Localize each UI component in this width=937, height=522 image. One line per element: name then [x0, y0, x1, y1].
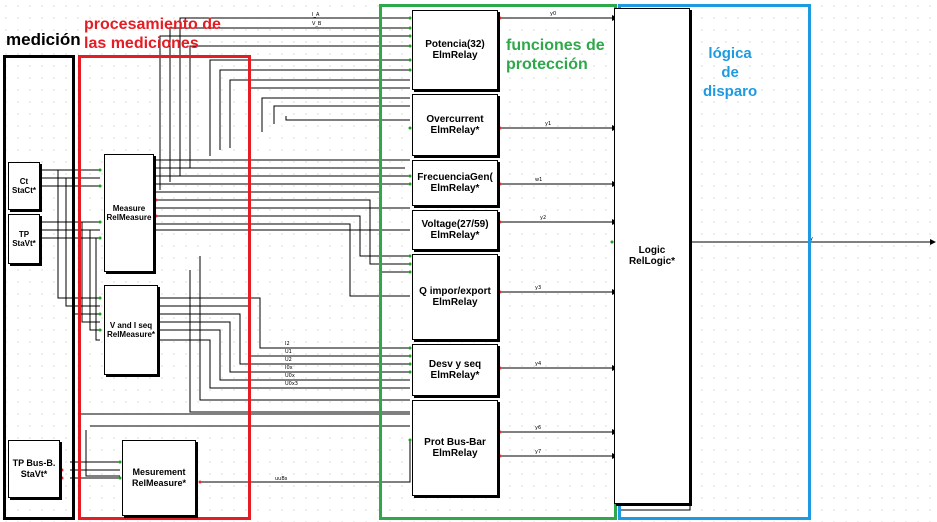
svg-text:U0x: U0x — [285, 373, 295, 379]
block-tp-line2: StaVt* — [12, 239, 36, 248]
svg-text:U0x3: U0x3 — [285, 381, 298, 387]
block-voltage[interactable]: Voltage(27/59) ElmRelay* — [412, 210, 498, 250]
block-measure-line1: Measure — [112, 204, 146, 213]
block-vi-seq-line2: RelMeasure* — [106, 330, 156, 339]
svg-text:U1: U1 — [285, 349, 292, 355]
block-tp-bus[interactable]: TP Bus-B. StaVt* — [8, 440, 60, 498]
block-tp[interactable]: TP StaVt* — [8, 214, 40, 264]
block-prot-bus-line2: ElmRelay — [432, 448, 478, 459]
block-desv[interactable]: Desv y seq ElmRelay* — [412, 344, 498, 396]
block-tp-bus-line1: TP Bus-B. — [12, 458, 56, 468]
block-potencia-line2: ElmRelay — [432, 50, 478, 61]
group-logica-label-line2: de — [721, 64, 739, 81]
group-logica-label-line3: disparo — [703, 83, 758, 100]
block-measure[interactable]: Measure RelMeasure — [104, 154, 154, 272]
svg-text:y: y — [810, 236, 813, 242]
group-procesamiento-label-line1: procesamiento de — [84, 16, 221, 33]
block-frecuencia-line2: ElmRelay* — [430, 183, 480, 194]
group-medicion-frame — [3, 55, 75, 520]
block-q-impor[interactable]: Q impor/export ElmRelay — [412, 254, 498, 340]
block-tp-line1: TP — [18, 230, 30, 239]
group-medicion-label: medición — [6, 30, 81, 49]
block-logic-line1: Logic — [638, 245, 666, 256]
block-measure-line2: RelMeasure — [106, 213, 152, 222]
svg-text:y7: y7 — [535, 449, 541, 455]
block-potencia[interactable]: Potencia(32) ElmRelay — [412, 10, 498, 90]
block-mesurement-line2: RelMeasure* — [131, 478, 187, 488]
svg-text:I_A: I_A — [312, 12, 320, 18]
svg-text:y6: y6 — [535, 425, 541, 431]
block-prot-bus[interactable]: Prot Bus-Bar ElmRelay — [412, 400, 498, 496]
block-frecuencia-line1: FrecuenciaGen( — [417, 172, 493, 183]
block-logic-line2: RelLogic* — [628, 256, 676, 267]
block-ct-line1: Ct — [19, 177, 29, 186]
block-frecuencia[interactable]: FrecuenciaGen( ElmRelay* — [412, 160, 498, 206]
block-ct-line2: StaCt* — [11, 186, 36, 195]
block-voltage-line2: ElmRelay* — [430, 230, 480, 241]
block-voltage-line1: Voltage(27/59) — [421, 219, 489, 230]
svg-text:V_B: V_B — [312, 21, 322, 27]
block-q-impor-line2: ElmRelay — [432, 297, 478, 308]
group-funciones-label: funciones de protección — [506, 36, 605, 74]
block-q-impor-line1: Q impor/export — [419, 286, 491, 297]
group-procesamiento-frame — [78, 55, 251, 520]
block-ct[interactable]: Ct StaCt* — [8, 162, 40, 210]
svg-text:y4: y4 — [535, 361, 541, 367]
block-desv-line1: Desv y seq — [428, 359, 482, 370]
svg-text:w1: w1 — [535, 177, 542, 183]
block-mesurement-line1: Mesurement — [132, 467, 186, 477]
block-logic[interactable]: Logic RelLogic* — [614, 8, 690, 504]
svg-text:uuBs: uuBs — [275, 476, 288, 482]
group-procesamiento-label: procesamiento de las mediciones — [84, 15, 221, 53]
svg-text:y3: y3 — [535, 285, 541, 291]
group-funciones-label-line2: protección — [506, 56, 588, 73]
group-funciones-label-line1: funciones de — [506, 37, 605, 54]
block-overcurrent-line1: Overcurrent — [426, 114, 484, 125]
svg-text:y0: y0 — [550, 11, 556, 17]
group-procesamiento-label-line2: las mediciones — [84, 35, 199, 52]
block-tp-bus-line2: StaVt* — [20, 469, 48, 479]
svg-text:y2: y2 — [540, 215, 546, 221]
block-potencia-line1: Potencia(32) — [425, 39, 485, 50]
svg-text:U2: U2 — [285, 357, 292, 363]
block-desv-line2: ElmRelay* — [430, 370, 480, 381]
svg-text:I0x: I0x — [285, 365, 293, 371]
svg-text:I2: I2 — [285, 341, 290, 347]
block-vi-seq-line1: V and I seq — [109, 321, 153, 330]
block-overcurrent-line2: ElmRelay* — [430, 125, 480, 136]
block-mesurement[interactable]: Mesurement RelMeasure* — [122, 440, 196, 516]
block-overcurrent[interactable]: Overcurrent ElmRelay* — [412, 94, 498, 156]
svg-text:y1: y1 — [545, 121, 551, 127]
group-logica-label: lógica de disparo — [703, 44, 757, 101]
block-vi-seq[interactable]: V and I seq RelMeasure* — [104, 285, 158, 375]
block-prot-bus-line1: Prot Bus-Bar — [424, 437, 486, 448]
group-logica-label-line1: lógica — [708, 45, 752, 62]
